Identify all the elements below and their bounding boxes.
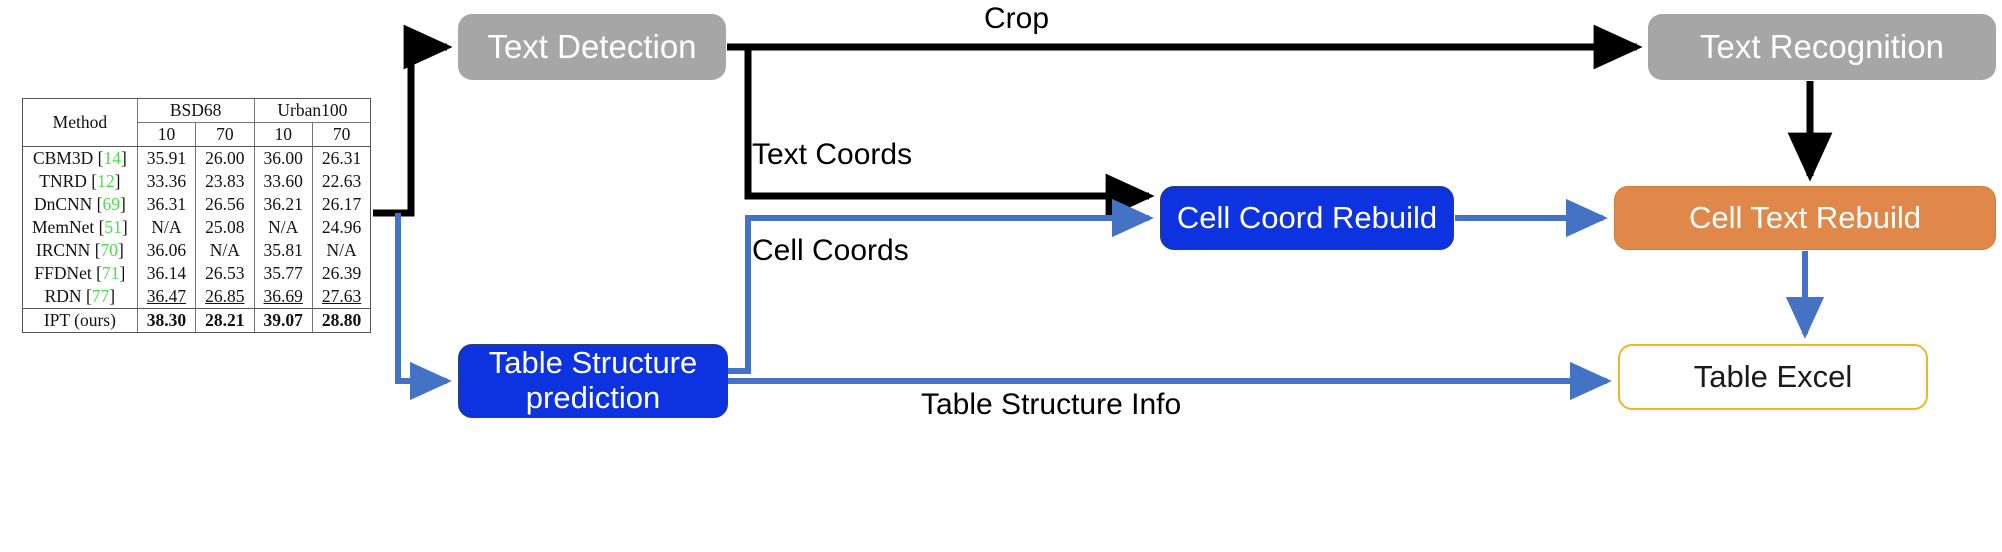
table-cell: 38.30	[136, 308, 196, 333]
edge-label-cell-coords: Cell Coords	[752, 234, 909, 267]
table-cell: 26.56	[195, 193, 254, 216]
table-cell: 36.06	[136, 239, 196, 262]
table-cell: N/A	[311, 239, 372, 262]
node-cell-text-rebuild[interactable]: Cell Text Rebuild	[1614, 186, 1996, 250]
table-subheader-3: 70	[311, 122, 372, 147]
node-text-recognition[interactable]: Text Recognition	[1648, 14, 1996, 80]
table-header-method: Method	[22, 98, 138, 147]
table-cell: N/A	[195, 239, 254, 262]
node-text-detection-label: Text Detection	[487, 27, 697, 65]
table-cell: 36.21	[253, 193, 313, 216]
table-cell-method: TNRD [12]	[22, 170, 138, 193]
table-cell-method: MemNet [51]	[22, 216, 138, 239]
edge-label-table-structure-info: Table Structure Info	[921, 388, 1182, 421]
table-cell-method: FFDNet [71]	[22, 262, 138, 285]
table-cell: 28.80	[311, 308, 372, 333]
table-cell: 35.91	[136, 146, 196, 170]
node-table-excel[interactable]: Table Excel	[1618, 344, 1928, 410]
table-cell: 36.31	[136, 193, 196, 216]
node-table-structure-prediction[interactable]: Table Structure prediction	[458, 344, 728, 418]
table-cell: 26.85	[195, 285, 254, 309]
table-cell: 22.63	[311, 170, 372, 193]
table-cell: N/A	[253, 216, 313, 239]
edge-label-text-coords: Text Coords	[752, 138, 913, 171]
table-subheader-2: 10	[253, 122, 313, 147]
table-cell: 23.83	[195, 170, 254, 193]
table-cell: 24.96	[311, 216, 372, 239]
table-cell: 26.53	[195, 262, 254, 285]
node-text-recognition-label: Text Recognition	[1700, 27, 1944, 65]
node-table-structure-label: Table Structure prediction	[488, 345, 698, 415]
arrow-text-coords	[744, 47, 1155, 219]
table-cell: 27.63	[311, 285, 372, 309]
table-cell: 36.14	[136, 262, 196, 285]
table-cell-method: IPT (ours)	[22, 308, 138, 333]
arrow-cell-coords	[728, 198, 1154, 374]
table-cell: 36.00	[253, 146, 313, 170]
table-cell: 26.31	[311, 146, 372, 170]
node-cell-coord-rebuild[interactable]: Cell Coord Rebuild	[1160, 186, 1454, 250]
table-cell: 39.07	[253, 308, 313, 333]
table-cell: 36.69	[253, 285, 313, 309]
table-subheader-0: 10	[136, 122, 196, 147]
table-cell: 25.08	[195, 216, 254, 239]
table-cell: 26.39	[311, 262, 372, 285]
table-cell: N/A	[136, 216, 196, 239]
table-header-urban100: Urban100	[253, 98, 372, 123]
table-cell-method: RDN [77]	[22, 285, 138, 309]
table-header-bsd68: BSD68	[136, 98, 254, 123]
table-cell: 36.47	[136, 285, 196, 309]
table-cell-method: CBM3D [14]	[22, 146, 138, 170]
table-cell: 35.77	[253, 262, 313, 285]
table-cell: 33.36	[136, 170, 196, 193]
node-table-structure-label-line2: prediction	[525, 380, 661, 415]
table-cell-method: IRCNN [70]	[22, 239, 138, 262]
table-cell: 28.21	[195, 308, 254, 333]
table-cell: 26.17	[311, 193, 372, 216]
node-cell-text-rebuild-label: Cell Text Rebuild	[1688, 199, 1922, 235]
table-cell: 26.00	[195, 146, 254, 170]
arrow-table-to-text-detection	[373, 24, 453, 217]
table-cell-method: DnCNN [69]	[22, 193, 138, 216]
table-cell: 33.60	[253, 170, 313, 193]
table-subheader-1: 70	[195, 122, 254, 147]
node-text-detection[interactable]: Text Detection	[458, 14, 726, 80]
node-table-structure-label-line1: Table Structure	[488, 345, 698, 381]
table-cell: 35.81	[253, 239, 313, 262]
edge-label-crop: Crop	[984, 2, 1050, 35]
arrow-table-to-structure	[395, 213, 452, 401]
node-table-excel-label: Table Excel	[1693, 358, 1853, 394]
node-cell-coord-rebuild-label: Cell Coord Rebuild	[1176, 199, 1438, 235]
